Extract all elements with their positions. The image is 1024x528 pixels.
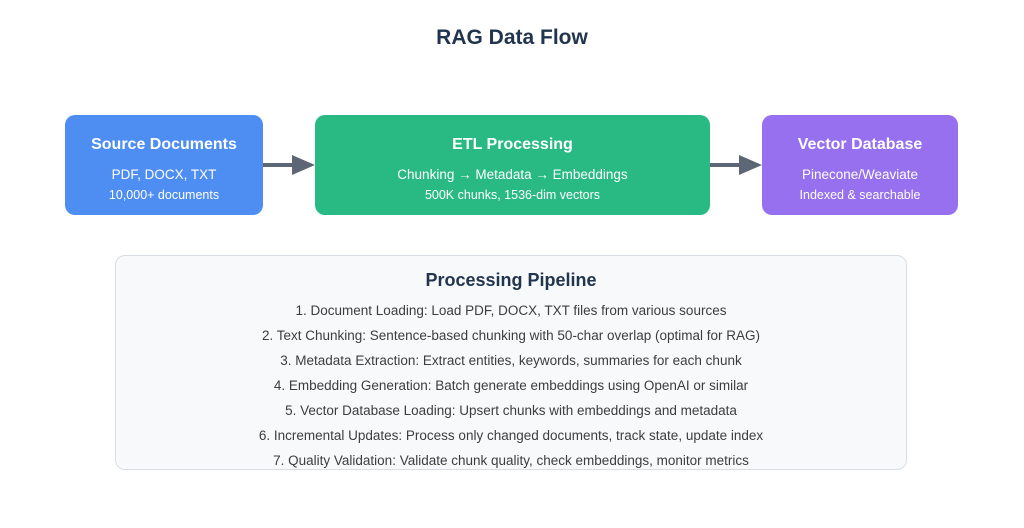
pipeline-step-5: 5. Vector Database Loading: Upsert chunk… <box>285 403 737 418</box>
pipeline-step-7: 7. Quality Validation: Validate chunk qu… <box>273 453 749 468</box>
pipeline-heading: Processing Pipeline <box>425 270 597 290</box>
flow-box-detail: Indexed & searchable <box>799 188 921 202</box>
flow-arrow-right-icon <box>263 153 315 177</box>
flow-box-subtitle: PDF, DOCX, TXT <box>111 167 217 182</box>
flow-box-title: Vector Database <box>797 136 923 153</box>
flow-box-subtitle: Chunking → Metadata → Embeddings <box>397 167 628 182</box>
pipeline-step-3: 3. Metadata Extraction: Extract entities… <box>280 353 742 368</box>
flow-box-subtitle: Pinecone/Weaviate <box>801 167 919 182</box>
pipeline-step-4: 4. Embedding Generation: Batch generate … <box>273 378 749 393</box>
pipeline-step-1: 1. Document Loading: Load PDF, DOCX, TXT… <box>295 303 727 318</box>
flow-box-title: Source Documents <box>91 136 237 153</box>
pipeline-step-6: 6. Incremental Updates: Process only cha… <box>258 428 764 443</box>
flow-box-source-documents: Source Documents PDF, DOCX, TXT 10,000+ … <box>65 115 263 215</box>
page-title: RAG Data Flow <box>436 26 588 49</box>
pipeline-step-2: 2. Text Chunking: Sentence-based chunkin… <box>261 328 760 343</box>
processing-pipeline-card: Processing Pipeline 1. Document Loading:… <box>115 255 907 470</box>
flow-arrow-right-icon <box>710 153 762 177</box>
flow-box-detail: 500K chunks, 1536-dim vectors <box>424 188 601 202</box>
flow-box-vector-database: Vector Database Pinecone/Weaviate Indexe… <box>762 115 958 215</box>
flow-box-title: ETL Processing <box>452 136 573 153</box>
flow-box-etl-processing: ETL Processing Chunking → Metadata → Emb… <box>315 115 710 215</box>
flow-box-detail: 10,000+ documents <box>108 188 220 202</box>
